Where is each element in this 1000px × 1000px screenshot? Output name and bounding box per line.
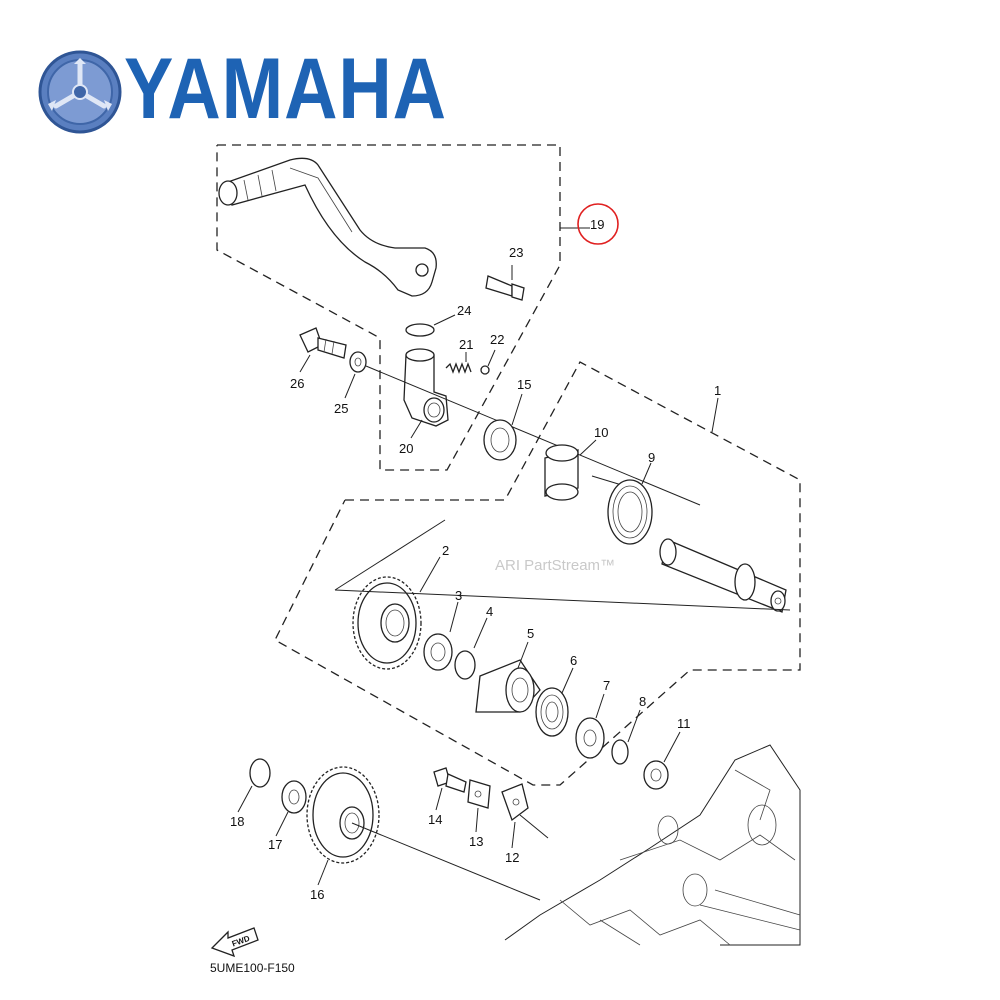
callout-5: 5 (527, 626, 534, 641)
callout-18: 18 (230, 814, 244, 829)
diagram-code: 5UME100-F150 (210, 961, 295, 975)
spring-6[interactable] (535, 687, 569, 737)
kick-boss-20[interactable] (403, 348, 449, 427)
callout-4: 4 (486, 604, 493, 619)
o-ring-24[interactable] (405, 323, 435, 337)
callout-16: 16 (310, 887, 324, 902)
circlip-18[interactable] (249, 758, 271, 788)
callout-8: 8 (639, 694, 646, 709)
circlip-4[interactable] (454, 650, 476, 680)
callout-6: 6 (570, 653, 577, 668)
guide-12[interactable] (501, 783, 529, 822)
callout-14: 14 (428, 812, 442, 827)
torsion-spring-9[interactable] (591, 475, 653, 545)
plate-13[interactable] (467, 779, 491, 809)
washer-3[interactable] (423, 633, 453, 671)
spring-21[interactable] (445, 362, 472, 374)
callout-22: 22 (490, 332, 504, 347)
callout-9: 9 (648, 450, 655, 465)
bolt-26[interactable] (299, 327, 347, 359)
group-19-boundary (216, 144, 561, 471)
callout-1: 1 (714, 383, 721, 398)
callout-20: 20 (399, 441, 413, 456)
highlight-circle-19[interactable] (577, 203, 619, 245)
callout-7: 7 (603, 678, 610, 693)
ball-22[interactable] (480, 365, 490, 375)
callout-15: 15 (517, 377, 531, 392)
callout-2: 2 (442, 543, 449, 558)
callout-19: 19 (590, 217, 604, 232)
callout-10: 10 (594, 425, 608, 440)
oil-seal-15[interactable] (483, 419, 517, 461)
callout-11: 11 (677, 716, 691, 731)
ratchet-5[interactable] (475, 659, 541, 713)
crankcase-outline (504, 744, 801, 946)
idle-gear-16[interactable] (306, 766, 380, 864)
callout-26: 26 (290, 376, 304, 391)
callout-21: 21 (459, 337, 473, 352)
callout-23: 23 (509, 245, 523, 260)
callout-13: 13 (469, 834, 483, 849)
washer-17[interactable] (281, 780, 307, 814)
washer-7[interactable] (575, 717, 605, 759)
kick-gear-2[interactable] (352, 576, 422, 670)
bolt-14[interactable] (433, 767, 467, 793)
washer-11[interactable] (643, 760, 669, 790)
washer-25[interactable] (349, 351, 367, 373)
watermark-text: ARI PartStream™ (495, 557, 615, 574)
callout-24: 24 (457, 303, 471, 318)
yamaha-emblem-icon (38, 50, 122, 134)
circlip-8[interactable] (611, 739, 629, 765)
kick-crank-lever[interactable] (218, 157, 437, 297)
kick-axle-1[interactable] (659, 538, 787, 613)
callout-17: 17 (268, 837, 282, 852)
callout-12: 12 (505, 850, 519, 865)
fwd-arrow-icon: FWD (210, 927, 259, 958)
callout-3: 3 (455, 588, 462, 603)
group-1-boundary (274, 361, 801, 786)
brand-logo-text: YAMAHA (124, 41, 447, 137)
collar-10[interactable] (544, 444, 579, 501)
bolt-23[interactable] (485, 265, 525, 301)
callout-25: 25 (334, 401, 348, 416)
